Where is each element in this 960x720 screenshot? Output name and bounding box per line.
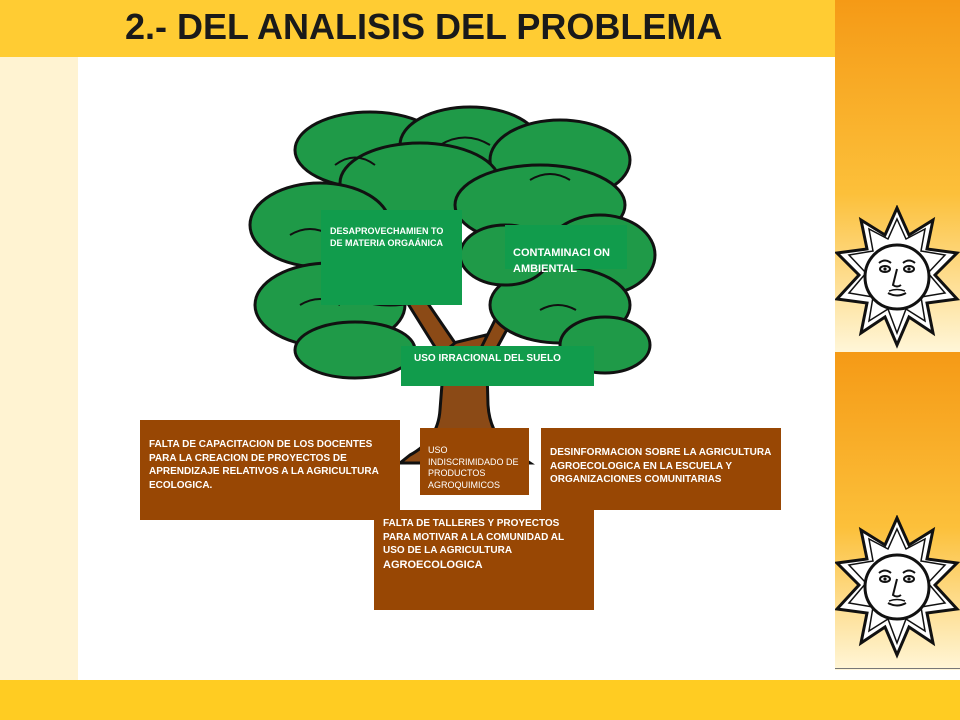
- slide-title: 2.- DEL ANALISIS DEL PROBLEMA: [125, 6, 723, 47]
- cause-label: DESINFORMACION SOBRE LA AGRICULTURA AGRO…: [550, 447, 771, 485]
- right-panel-divider: [835, 668, 960, 669]
- title-bar: [0, 0, 835, 57]
- sun-face-icon: [835, 205, 960, 349]
- sun-face-icon: [835, 515, 960, 659]
- cause-label: FALTA DE CAPACITACION DE LOS DOCENTES PA…: [149, 439, 379, 491]
- effect-label: USO IRRACIONAL DEL SUELO: [414, 353, 561, 364]
- cause-box-agrochemicals: USO INDISCRIMIDADO DE PRODUCTOS AGROQUIM…: [420, 428, 529, 495]
- cause-label: FALTA DE TALLERES Y PROYECTOS PARA MOTIV…: [383, 518, 564, 556]
- left-margin-strip: [0, 57, 78, 680]
- cause-label: USO INDISCRIMIDADO DE PRODUCTOS AGROQUIM…: [428, 445, 519, 491]
- bottom-bar: [0, 680, 960, 720]
- tree-trunk: [395, 333, 535, 465]
- cause-label: AGROECOLOGICA: [383, 558, 483, 571]
- effect-box-contamination: CONTAMINACI ON AMBIENTAL: [505, 225, 627, 275]
- cause-box-misinformation: DESINFORMACION SOBRE LA AGRICULTURA AGRO…: [541, 428, 781, 510]
- cause-box-teacher-training: FALTA DE CAPACITACION DE LOS DOCENTES PA…: [140, 420, 400, 520]
- cause-box-workshops: FALTA DE TALLERES Y PROYECTOS PARA MOTIV…: [374, 510, 594, 610]
- effect-label: CONTAMINACI ON AMBIENTAL: [513, 247, 610, 275]
- effect-box-organic-matter: DESAPROVECHAMIEN TO DE MATERIA ORGAÁNICA: [321, 210, 462, 305]
- effect-box-soil-use: USO IRRACIONAL DEL SUELO: [401, 346, 594, 386]
- effect-label: DESAPROVECHAMIEN TO DE MATERIA ORGAÁNICA: [330, 226, 444, 249]
